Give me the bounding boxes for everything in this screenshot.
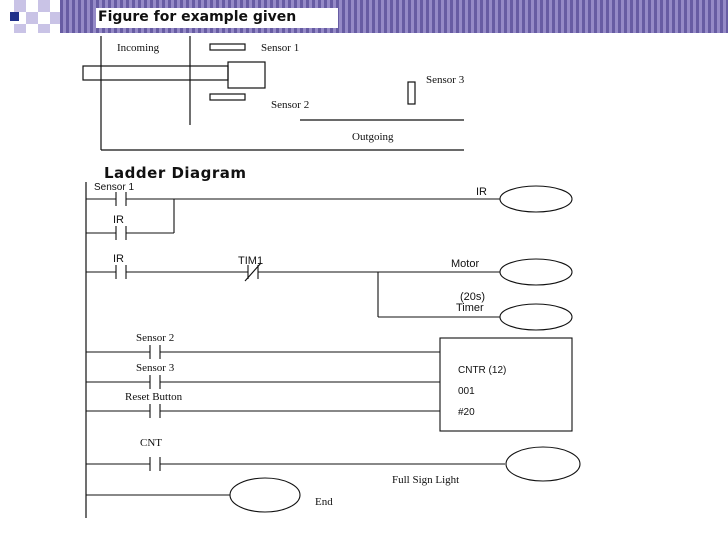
counter-block-id: 001 (458, 386, 475, 397)
sensor2-bar (209, 93, 246, 101)
timer-preset-label: (20s) (460, 291, 486, 303)
motor-coil-label: Motor (451, 258, 480, 270)
sensor2-contact-label: Sensor 2 (136, 332, 175, 344)
end-rung (86, 477, 301, 513)
counter-rung (86, 337, 573, 432)
counter-block-preset: #20 (458, 407, 475, 418)
sensor1-bar (209, 43, 246, 51)
timer-coil-label: Timer (456, 302, 484, 314)
reset-button-contact-label: Reset Button (125, 391, 183, 403)
ir-contact-label: IR (113, 253, 124, 265)
bullet-square (10, 12, 19, 21)
figure-title: Figure for example given (98, 9, 297, 25)
sensor1-contact-label: Sensor 1 (94, 182, 135, 193)
end-coil (229, 477, 301, 513)
motor-coil (499, 258, 573, 286)
ir-coil-label: IR (476, 186, 487, 198)
sensor3-label: Sensor 3 (426, 74, 465, 86)
tim1-contact-label: TIM1 (238, 255, 264, 267)
rung-2 (86, 258, 573, 331)
box-item (227, 61, 266, 89)
rung-1 (86, 185, 573, 240)
conveyor-figure (82, 36, 464, 151)
header-title-backdrop (96, 8, 338, 28)
counter-block-name: CNTR (12) (458, 365, 507, 376)
incoming-conveyor (82, 65, 229, 81)
sensor3-contact-label: Sensor 3 (136, 362, 175, 374)
sensor2-label: Sensor 2 (271, 99, 310, 111)
cnt-contact-label: CNT (140, 437, 162, 449)
outgoing-label: Outgoing (352, 131, 394, 143)
timer-coil (499, 303, 573, 331)
ladder-title: Ladder Diagram (104, 164, 247, 182)
counter-block (439, 337, 573, 432)
sensor1-label: Sensor 1 (261, 42, 300, 54)
ir-coil (499, 185, 573, 213)
end-label: End (315, 496, 333, 508)
ir-branch-contact-label: IR (113, 214, 124, 226)
incoming-label: Incoming (117, 42, 160, 54)
full-sign-light-coil (505, 446, 581, 482)
full-sign-light-label: Full Sign Light (392, 474, 460, 486)
cnt-rung (86, 446, 581, 482)
sensor3-bar (407, 81, 416, 105)
